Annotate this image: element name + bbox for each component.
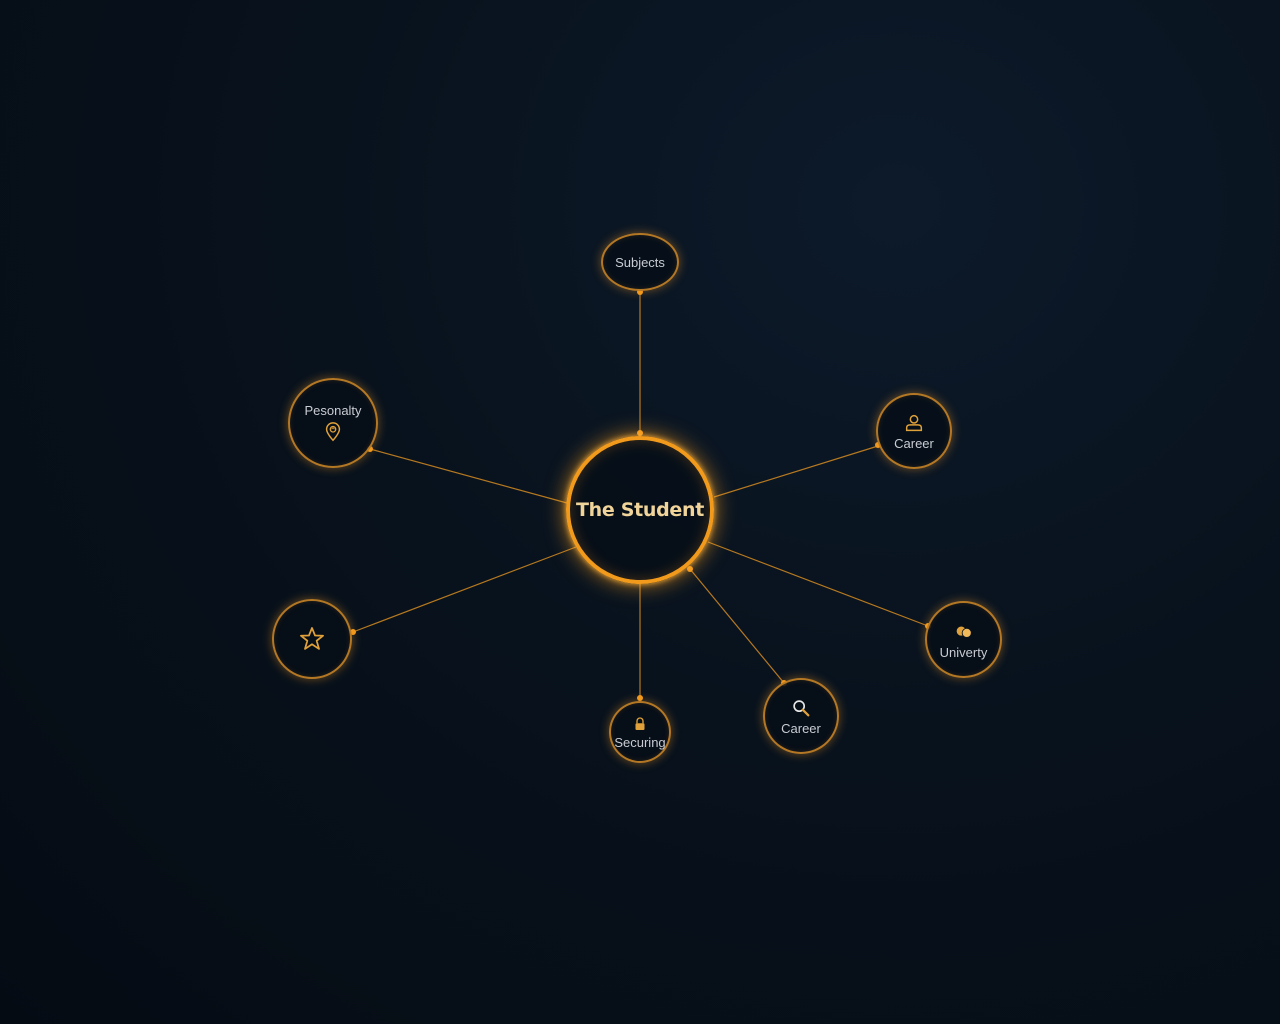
- connector-star: [352, 546, 577, 633]
- overlapping-circles-icon: [956, 626, 972, 638]
- person-icon: [905, 414, 923, 432]
- star-icon: [300, 627, 324, 650]
- node-star[interactable]: [272, 599, 352, 679]
- node-personality-label: Pesonalty: [304, 402, 362, 418]
- node-personality[interactable]: Pesonalty: [288, 378, 378, 468]
- lock-icon: [635, 717, 645, 730]
- node-career-bottom-label: Career: [781, 721, 821, 736]
- magnifier-icon: [793, 700, 810, 717]
- connector-university: [707, 541, 929, 627]
- node-securing-label: Securing: [614, 735, 666, 750]
- node-career-top-label: Career: [894, 436, 934, 451]
- connector-dot: [687, 566, 693, 572]
- node-subjects-label: Subjects: [615, 254, 665, 270]
- connector-career-bottom: [689, 568, 785, 684]
- center-node-student[interactable]: The Student: [566, 436, 714, 584]
- center-node-label: The Student: [575, 499, 705, 521]
- connector-dot: [637, 430, 643, 436]
- node-university-label: Univerty: [939, 644, 988, 660]
- connector-dot: [637, 695, 643, 701]
- node-securing[interactable]: Securing: [609, 701, 671, 763]
- location-pin-icon: [325, 421, 341, 441]
- connector-personality: [369, 448, 568, 504]
- connector-career-top: [713, 445, 879, 498]
- node-career-top[interactable]: Career: [876, 393, 952, 469]
- node-university[interactable]: Univerty: [925, 601, 1002, 678]
- node-subjects[interactable]: Subjects: [601, 233, 679, 291]
- node-career-bottom[interactable]: Career: [763, 678, 839, 754]
